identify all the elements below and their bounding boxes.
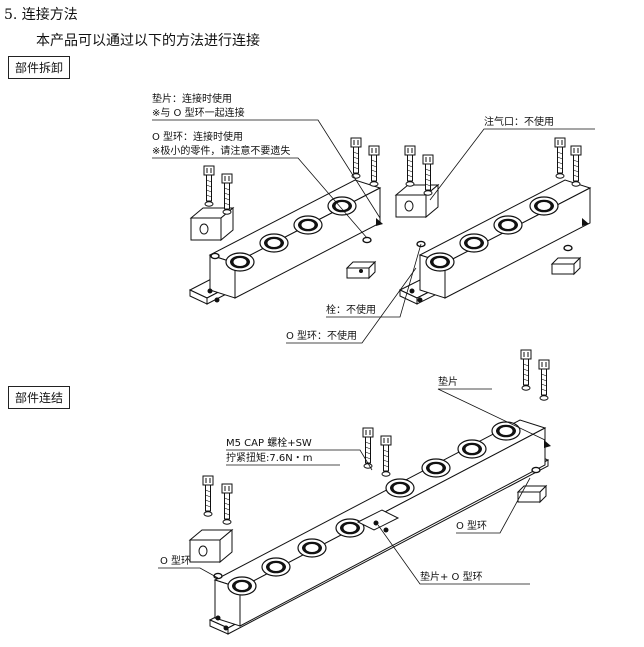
connection-box-label: 部件连结 [8, 386, 71, 409]
label-gasket-use: 垫片：连接时使用 [152, 94, 232, 105]
label-oring-left: O 型环 [160, 556, 192, 567]
label-gasket-oring: 垫片+ O 型环 [420, 572, 483, 583]
label-gasket: 垫片 [438, 377, 458, 388]
label-plug-unused: 栓：不使用 [326, 305, 376, 316]
label-oring-note: ※极小的零件，请注意不要遗失 [152, 146, 291, 157]
label-oring-use: O 型环：连接时使用 [152, 132, 244, 143]
label-torque: 拧紧扭矩:7.6N・m [226, 453, 313, 464]
disassembly-box-label: 部件拆卸 [8, 56, 71, 79]
manifold-right-upper [398, 179, 592, 305]
label-oring-unused: O 型环：不使用 [286, 331, 358, 342]
manifold-lower [208, 419, 550, 635]
lower-leader-lines [158, 388, 546, 585]
label-gasket-note: ※与 O 型环一起连接 [152, 108, 245, 119]
section-intro: 本产品可以通过以下的方法进行连接 [36, 33, 260, 49]
upper-leader-lines [152, 119, 595, 344]
manifold-left-upper [188, 179, 382, 305]
label-oring-right: O 型环 [456, 521, 488, 532]
section-heading: 5. 连接方法 [4, 7, 78, 23]
label-bolt: M5 CAP 螺栓+SW [226, 438, 312, 449]
label-inlet-unused: 注气口：不使用 [484, 117, 554, 128]
